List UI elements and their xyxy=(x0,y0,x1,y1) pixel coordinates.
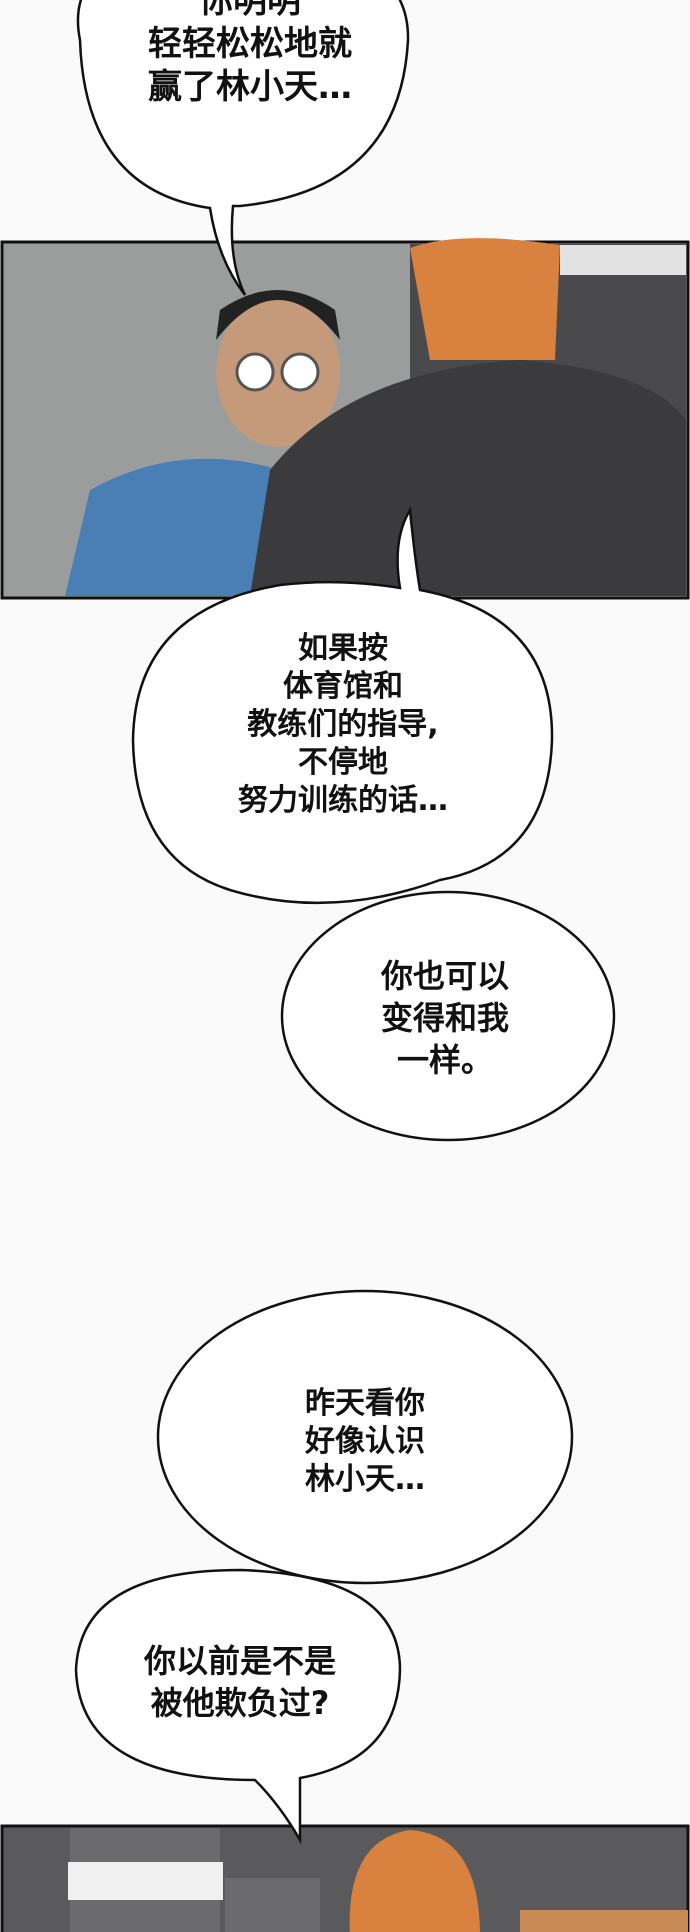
speech-bubble-1 xyxy=(76,0,410,296)
speech-bubble-5 xyxy=(74,1568,402,1845)
speech-bubble-2 xyxy=(131,506,554,905)
panel-2 xyxy=(0,1824,690,1932)
speech-bubble-3 xyxy=(280,890,616,1142)
bubble-3-text: 你也可以 变得和我 一样。 xyxy=(380,957,509,1079)
panel-1 xyxy=(0,238,690,600)
bubble-5-text: 你以前是不是 被他欺负过? xyxy=(143,1642,336,1722)
bubble-4-text: 昨天看你 好像认识 林小天… xyxy=(305,1386,425,1497)
speech-bubble-4 xyxy=(156,1289,574,1585)
bubble-2-text: 如果按 体育馆和 教练们的指导, 不停地 努力训练的话… xyxy=(238,631,448,818)
bubble-1-text: 你明明 轻轻松松地就 赢了林小天… xyxy=(148,0,352,107)
